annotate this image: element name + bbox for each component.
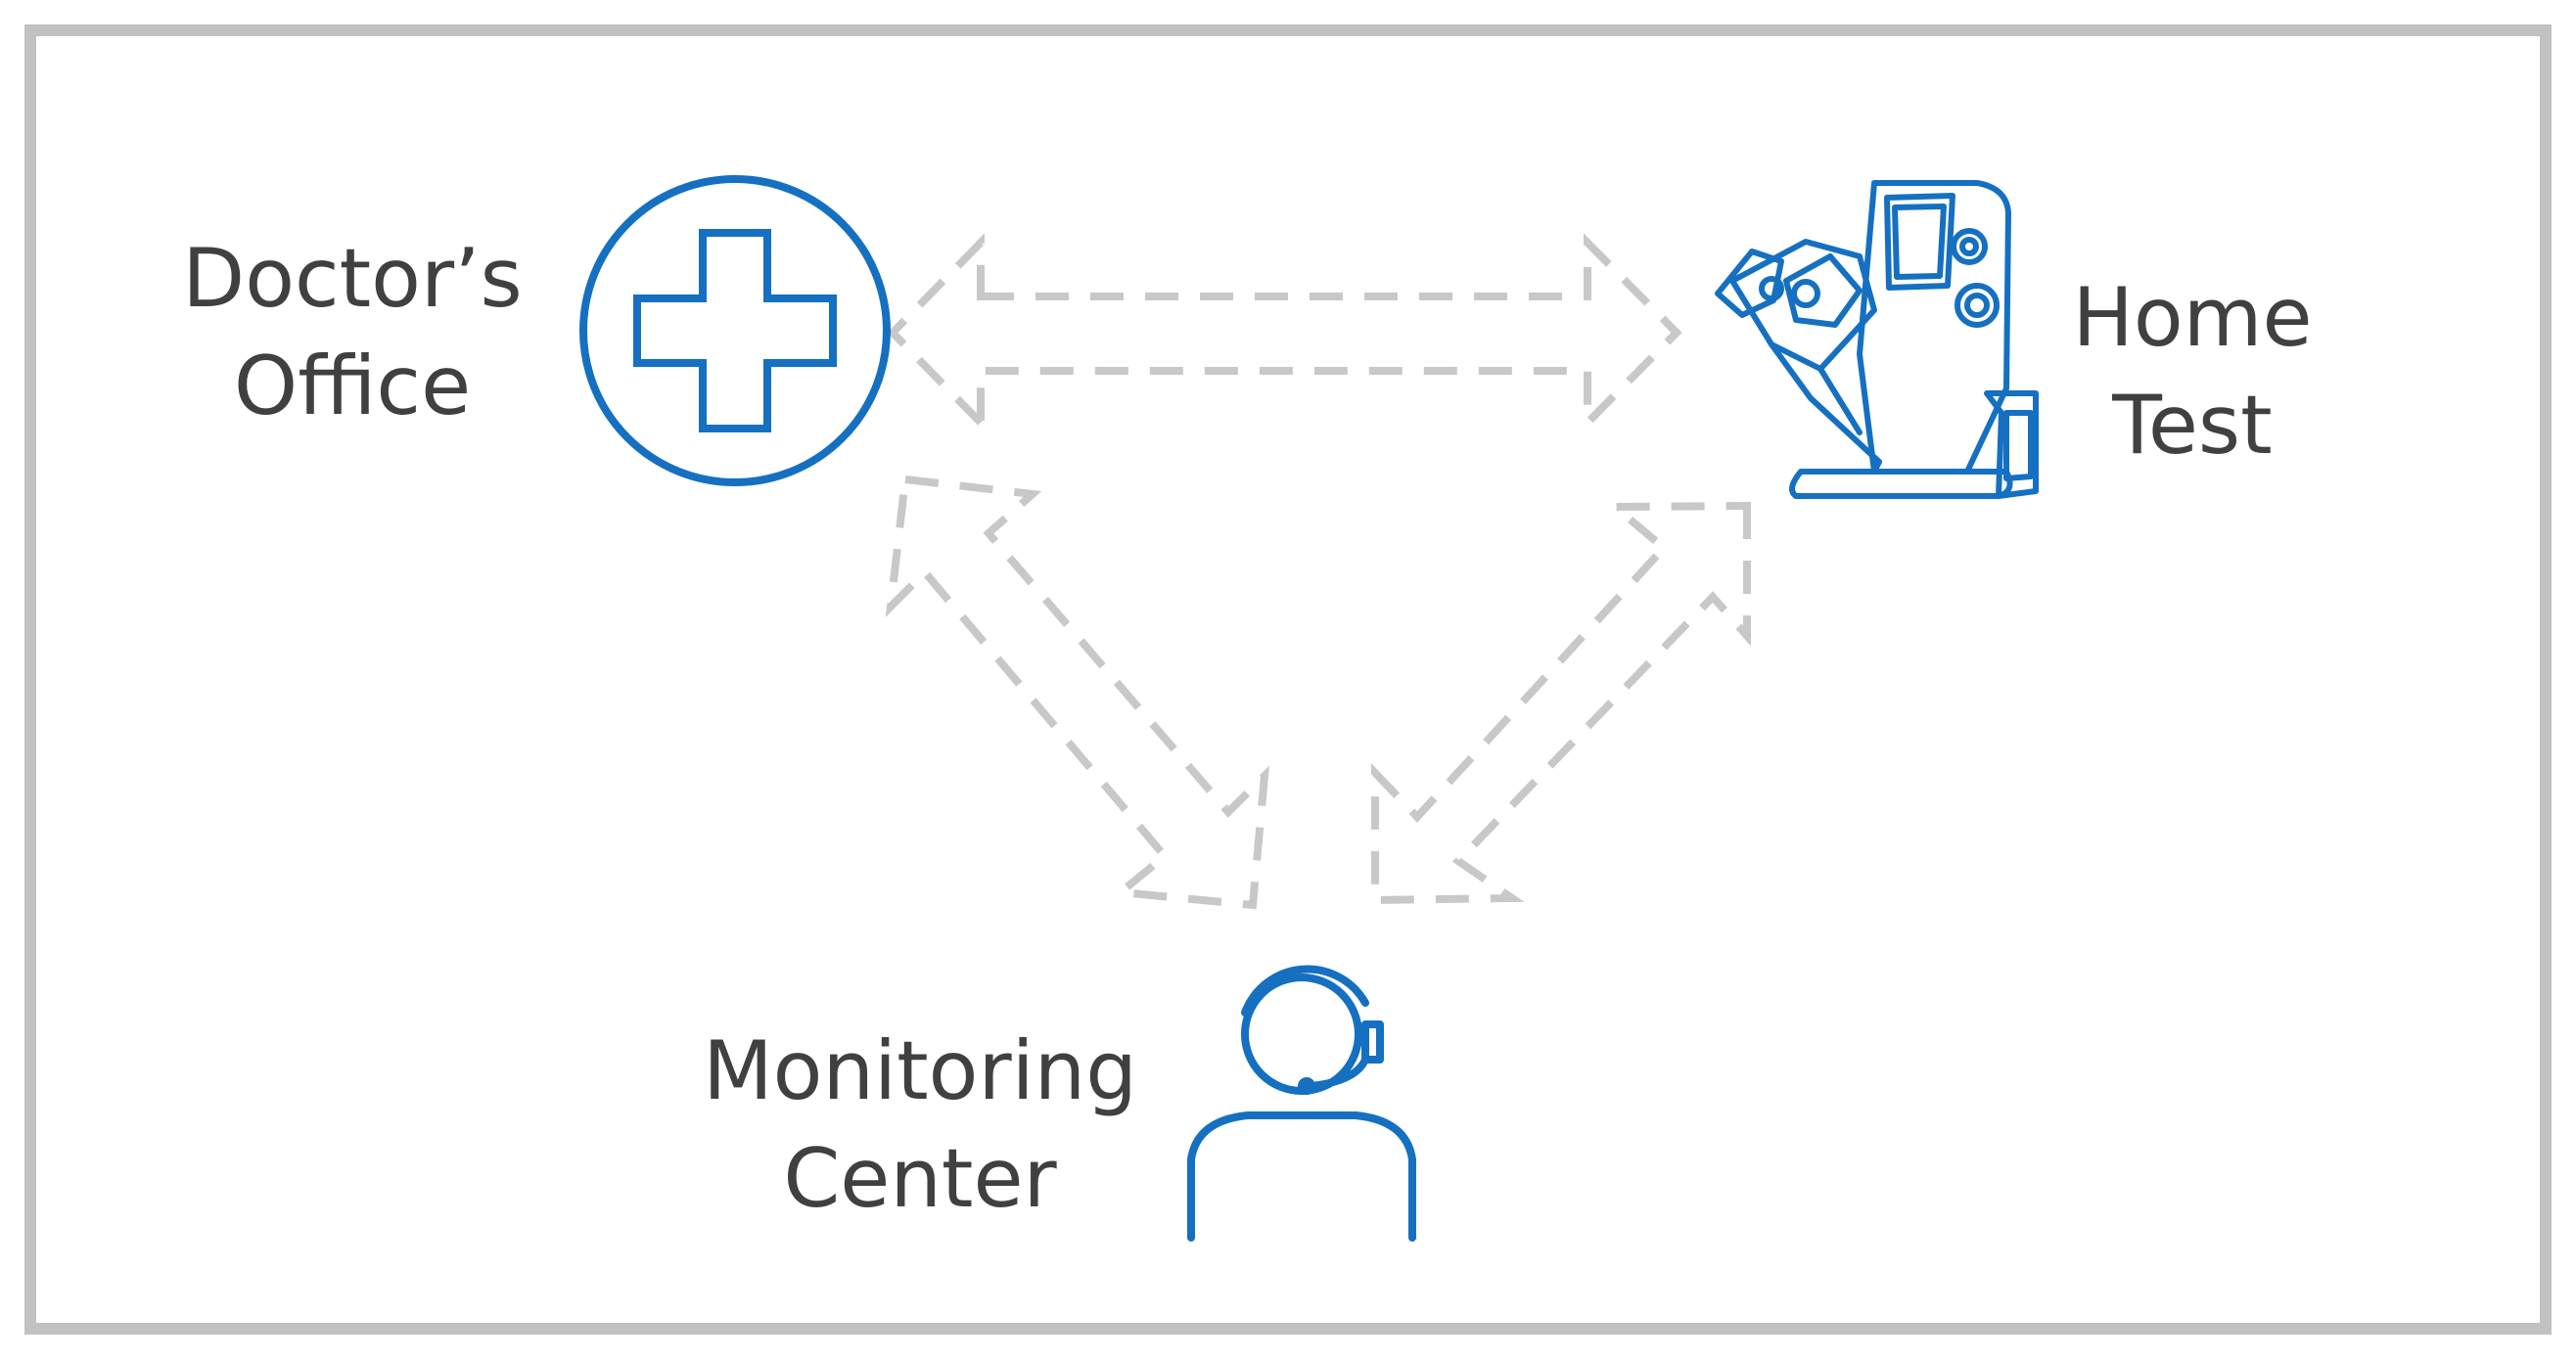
home-test-label-line1: Home (2072, 270, 2313, 365)
headset-operator-icon (1187, 965, 1416, 1242)
home-test-label: Home Test (2036, 264, 2349, 479)
monitoring-center-label-line2: Center (783, 1131, 1057, 1226)
arrow-doctor-monitor (885, 475, 1269, 910)
arrow-doctor-home (887, 233, 1682, 432)
home-test-label-line2: Test (2112, 378, 2273, 473)
arrow-home-monitor (1371, 501, 1751, 905)
monitoring-center-label: Monitoring Center (685, 1018, 1155, 1233)
doctors-office-label-line2: Office (233, 339, 472, 433)
medical-cross-icon (579, 175, 891, 486)
doctors-office-label-line1: Doctor’s (182, 231, 523, 326)
doctors-office-label: Doctor’s Office (157, 225, 548, 440)
home-test-device-icon (1715, 180, 2039, 499)
monitoring-center-label-line1: Monitoring (703, 1023, 1137, 1118)
